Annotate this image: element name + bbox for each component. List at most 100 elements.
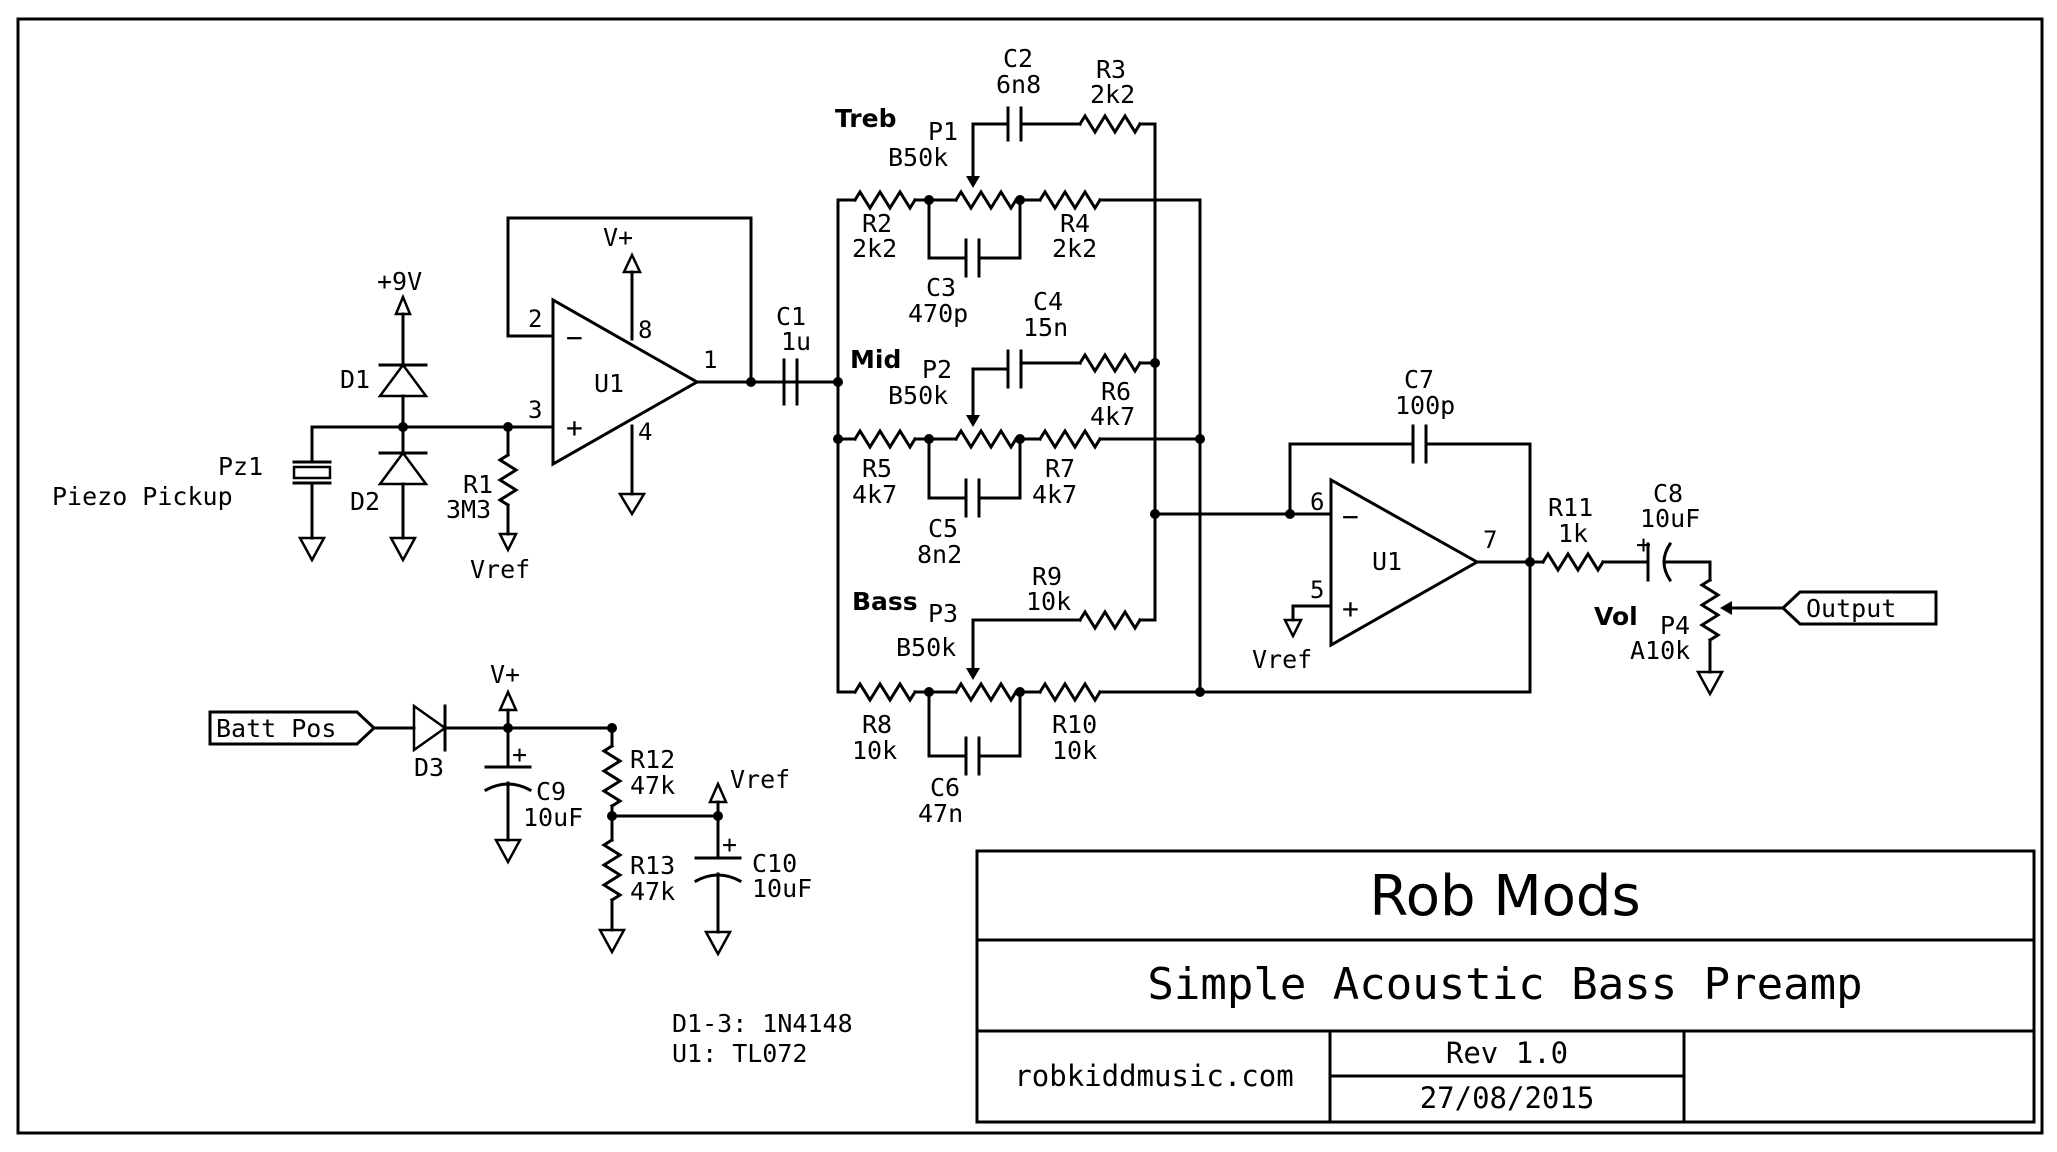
svg-text:R7: R7 <box>1045 454 1075 483</box>
svg-text:8: 8 <box>638 316 652 344</box>
resistor-r12: R12 47k <box>601 726 675 818</box>
svg-text:C9: C9 <box>536 777 566 806</box>
svg-text:C4: C4 <box>1033 287 1063 316</box>
capacitor-c8: + C8 10uF <box>1636 479 1712 583</box>
svg-text:3: 3 <box>528 396 542 424</box>
svg-text:R1: R1 <box>463 470 493 499</box>
svg-text:R3: R3 <box>1096 55 1126 84</box>
svg-text:6n8: 6n8 <box>996 70 1041 99</box>
svg-text:B50k: B50k <box>896 633 956 662</box>
svg-text:Batt Pos: Batt Pos <box>216 714 336 743</box>
diode-d1: D1 <box>340 362 429 429</box>
batt-port: Batt Pos <box>208 710 377 746</box>
svg-text:P1: P1 <box>928 117 958 146</box>
svg-text:7: 7 <box>1483 526 1497 554</box>
svg-text:V+: V+ <box>603 223 633 252</box>
note-opamp: U1: TL072 <box>672 1039 807 1068</box>
svg-text:R2: R2 <box>862 209 892 238</box>
svg-text:47k: 47k <box>630 771 675 800</box>
svg-text:R9: R9 <box>1032 562 1062 591</box>
company-name: Rob Mods <box>1369 864 1640 929</box>
plus9v-supply: +9V <box>377 267 422 367</box>
svg-text:2k2: 2k2 <box>1052 234 1097 263</box>
svg-text:D1: D1 <box>340 365 370 394</box>
treble-row: Treb P1 B50k C2 6n8 R3 2k2 R2 2k2 R4 2k2… <box>835 44 1202 516</box>
svg-text:Vref: Vref <box>470 555 530 584</box>
svg-text:R11: R11 <box>1548 493 1593 522</box>
vref-node: Vref <box>708 765 790 818</box>
svg-text:−: − <box>1342 500 1359 533</box>
title-block: Rob Mods Simple Acoustic Bass Preamp rob… <box>975 849 2036 1124</box>
note-diodes: D1-3: 1N4148 <box>672 1009 853 1038</box>
capacitor-c1: C1 1u <box>776 302 843 406</box>
svg-text:6: 6 <box>1310 488 1324 516</box>
svg-text:C3: C3 <box>926 273 956 302</box>
svg-text:Bass: Bass <box>852 587 918 616</box>
svg-text:P4: P4 <box>1660 611 1690 640</box>
svg-text:10uF: 10uF <box>1640 504 1700 533</box>
svg-text:C6: C6 <box>930 773 960 802</box>
svg-text:A10k: A10k <box>1630 636 1690 665</box>
svg-text:P3: P3 <box>928 599 958 628</box>
svg-text:4k7: 4k7 <box>1032 480 1077 509</box>
potentiometer-p4: Vol P4 A10k <box>1594 560 1785 697</box>
output-port: Output <box>1780 590 1938 626</box>
svg-text:Pz1: Pz1 <box>218 452 263 481</box>
svg-text:+: + <box>566 411 583 444</box>
svg-text:1u: 1u <box>781 327 811 356</box>
svg-text:8n2: 8n2 <box>917 540 962 569</box>
resistor-r13: R13 47k <box>597 814 675 955</box>
svg-text:Piezo Pickup: Piezo Pickup <box>52 482 233 511</box>
svg-text:4k7: 4k7 <box>1090 402 1135 431</box>
svg-text:R6: R6 <box>1101 377 1131 406</box>
svg-text:R8: R8 <box>862 710 892 739</box>
svg-text:U1: U1 <box>594 369 624 398</box>
svg-text:Mid: Mid <box>850 345 901 374</box>
diode-d3: D3 <box>412 703 448 782</box>
mid-row: Mid P2 B50k C4 15n R6 4k7 R5 4k7 R7 4k7 … <box>836 287 1205 569</box>
svg-text:D3: D3 <box>414 753 444 782</box>
svg-text:Vref: Vref <box>1252 645 1312 674</box>
svg-text:P2: P2 <box>922 355 952 384</box>
svg-text:1: 1 <box>703 346 717 374</box>
svg-text:C8: C8 <box>1653 479 1683 508</box>
svg-text:B50k: B50k <box>888 381 948 410</box>
vplus-supply: V+ <box>490 660 520 730</box>
svg-text:+: + <box>1342 592 1359 625</box>
svg-text:+: + <box>512 740 527 769</box>
date: 27/08/2015 <box>1420 1081 1595 1115</box>
svg-text:Vol: Vol <box>1594 602 1638 631</box>
svg-text:2: 2 <box>528 305 542 333</box>
svg-text:15n: 15n <box>1023 313 1068 342</box>
svg-text:10uF: 10uF <box>752 874 812 903</box>
svg-text:4: 4 <box>638 418 652 446</box>
svg-text:R10: R10 <box>1052 710 1097 739</box>
bass-row: Bass P3 B50k R9 10k R8 10k R10 10k C6 47… <box>836 512 1205 828</box>
svg-text:1k: 1k <box>1558 519 1588 548</box>
svg-text:D2: D2 <box>350 487 380 516</box>
piezo-pickup: Pz1 Piezo Pickup <box>52 425 405 563</box>
diode-d2: D2 <box>350 425 429 563</box>
svg-text:U1: U1 <box>1372 547 1402 576</box>
svg-text:Vref: Vref <box>730 765 790 794</box>
capacitor-c9: + C9 10uF <box>483 726 583 865</box>
svg-text:−: − <box>566 321 583 354</box>
svg-text:+: + <box>1636 530 1651 559</box>
resistor-r1: R1 3M3 Vref <box>446 425 530 584</box>
svg-text:C7: C7 <box>1404 365 1434 394</box>
svg-text:R13: R13 <box>630 851 675 880</box>
svg-text:2k2: 2k2 <box>852 234 897 263</box>
svg-text:R4: R4 <box>1060 209 1090 238</box>
svg-text:3M3: 3M3 <box>446 495 491 524</box>
svg-text:R12: R12 <box>630 745 675 774</box>
svg-text:47k: 47k <box>630 877 675 906</box>
capacitor-c10: + C10 10uF <box>693 814 812 957</box>
svg-text:10k: 10k <box>1026 587 1071 616</box>
revision: Rev 1.0 <box>1446 1036 1568 1070</box>
svg-text:B50k: B50k <box>888 143 948 172</box>
svg-text:C10: C10 <box>752 849 797 878</box>
svg-text:10k: 10k <box>852 736 897 765</box>
svg-text:10k: 10k <box>1052 736 1097 765</box>
opamp-u1a: V+ 2 3 8 4 1 − + U1 <box>506 216 843 517</box>
